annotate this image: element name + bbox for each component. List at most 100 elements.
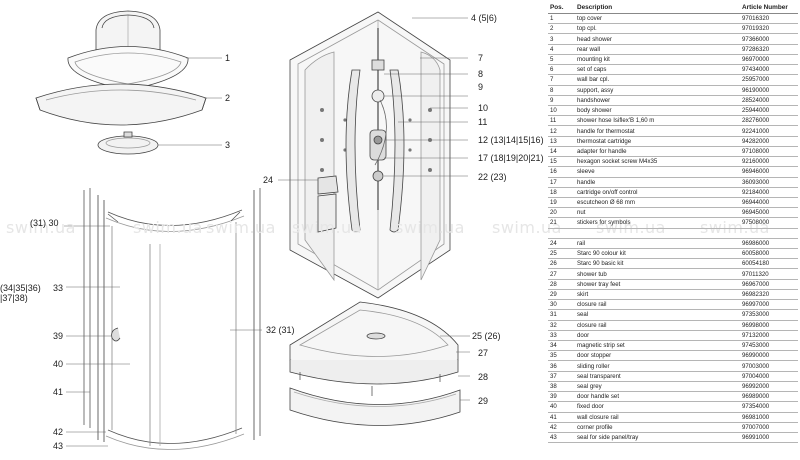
cell-pos: 34 [548,340,575,352]
cell-pos: 42 [548,422,575,433]
callout-1: 1 [225,53,231,63]
cell-pos: 1 [548,13,575,25]
callout-34-36: (34|35|36) [0,283,41,293]
cell-article: 36093000 [740,177,798,188]
cell-article: 97007000 [740,422,798,433]
cell-pos: 20 [548,207,575,219]
callout-40: 40 [53,359,64,369]
cell-pos: 3 [548,33,575,45]
cell-article: 96190000 [740,85,798,96]
top-cover-drawing [67,10,189,91]
rear-wall-drawing [289,11,451,299]
leader-lines-tray [440,335,470,401]
top-plate-drawing [35,83,207,126]
cell-article: 96967000 [740,279,798,290]
cell-article: 97286320 [740,44,798,55]
cell-article: 96982320 [740,289,798,301]
cell-description: stickers for symbols [575,217,740,229]
cell-pos: 7 [548,74,575,86]
cell-description: closure rail [575,299,740,311]
cell-description: cartridge on/off control [575,187,740,198]
cell-pos: 41 [548,412,575,423]
cell-pos: 16 [548,166,575,178]
leader-lines-doors [64,225,262,447]
callout-27: 27 [478,348,489,358]
cell-article: 97016320 [740,13,798,25]
cell-pos: 11 [548,115,575,127]
cell-article [740,228,798,239]
cell-pos: 30 [548,299,575,311]
callout-22: 22 (23) [478,172,507,182]
cell-description: top cover [575,13,740,25]
cell-description: fixed door [575,401,740,413]
callout-2: 2 [225,93,231,103]
cell-pos: 15 [548,156,575,168]
cell-description: adapter for handle [575,146,740,158]
shower-tray-drawing [289,301,461,426]
cell-article: 97354000 [740,401,798,413]
cell-description: handle [575,177,740,188]
callout-29: 29 [478,396,489,406]
cell-article: 92241000 [740,125,798,137]
leader-lines-wall [278,17,468,181]
cell-pos: 8 [548,85,575,96]
cell-pos: 19 [548,197,575,209]
cell-article: 28524000 [740,95,798,106]
callout-3: 3 [225,140,231,150]
cell-article: 97003000 [740,360,798,372]
cell-description: body shower [575,105,740,117]
cell-article: 96970000 [740,54,798,66]
cell-description: corner profile [575,422,740,433]
cell-article: 60054180 [740,258,798,270]
watermark: swim.ua [292,218,362,237]
callout-17: 17 (18|19|20|21) [478,153,544,163]
callout-7: 7 [478,53,484,63]
watermark: swim.ua [492,218,562,237]
table-row [548,228,798,239]
cell-description: seal for side panel/tray [575,432,740,444]
callout-42: 42 [53,427,64,437]
cell-pos: 31 [548,309,575,321]
cell-pos: 43 [548,432,575,444]
watermark: swim.ua [206,218,276,237]
cell-description: rear wall [575,44,740,55]
cell-article: 28276000 [740,115,798,127]
cell-article: 96997000 [740,299,798,311]
cell-description: sleeve [575,166,740,178]
cell-description: set of caps [575,64,740,76]
watermark: swim.ua [6,218,76,237]
cell-pos: 14 [548,146,575,158]
cell-article: 96991000 [740,432,798,444]
cell-pos: 37 [548,371,575,382]
cell-article: 97508000 [740,217,798,229]
cell-description: door handle set [575,391,740,403]
callout-30: (31) 30 [30,218,59,228]
cell-description: door stopper [575,350,740,362]
cell-pos: 4 [548,44,575,55]
callout-8: 8 [478,69,484,79]
cell-article: 94282000 [740,136,798,147]
cell-pos: 10 [548,105,575,117]
cell-article: 97011320 [740,268,798,280]
callout-43: 43 [53,441,64,451]
cell-description: thermostat cartridge [575,136,740,147]
